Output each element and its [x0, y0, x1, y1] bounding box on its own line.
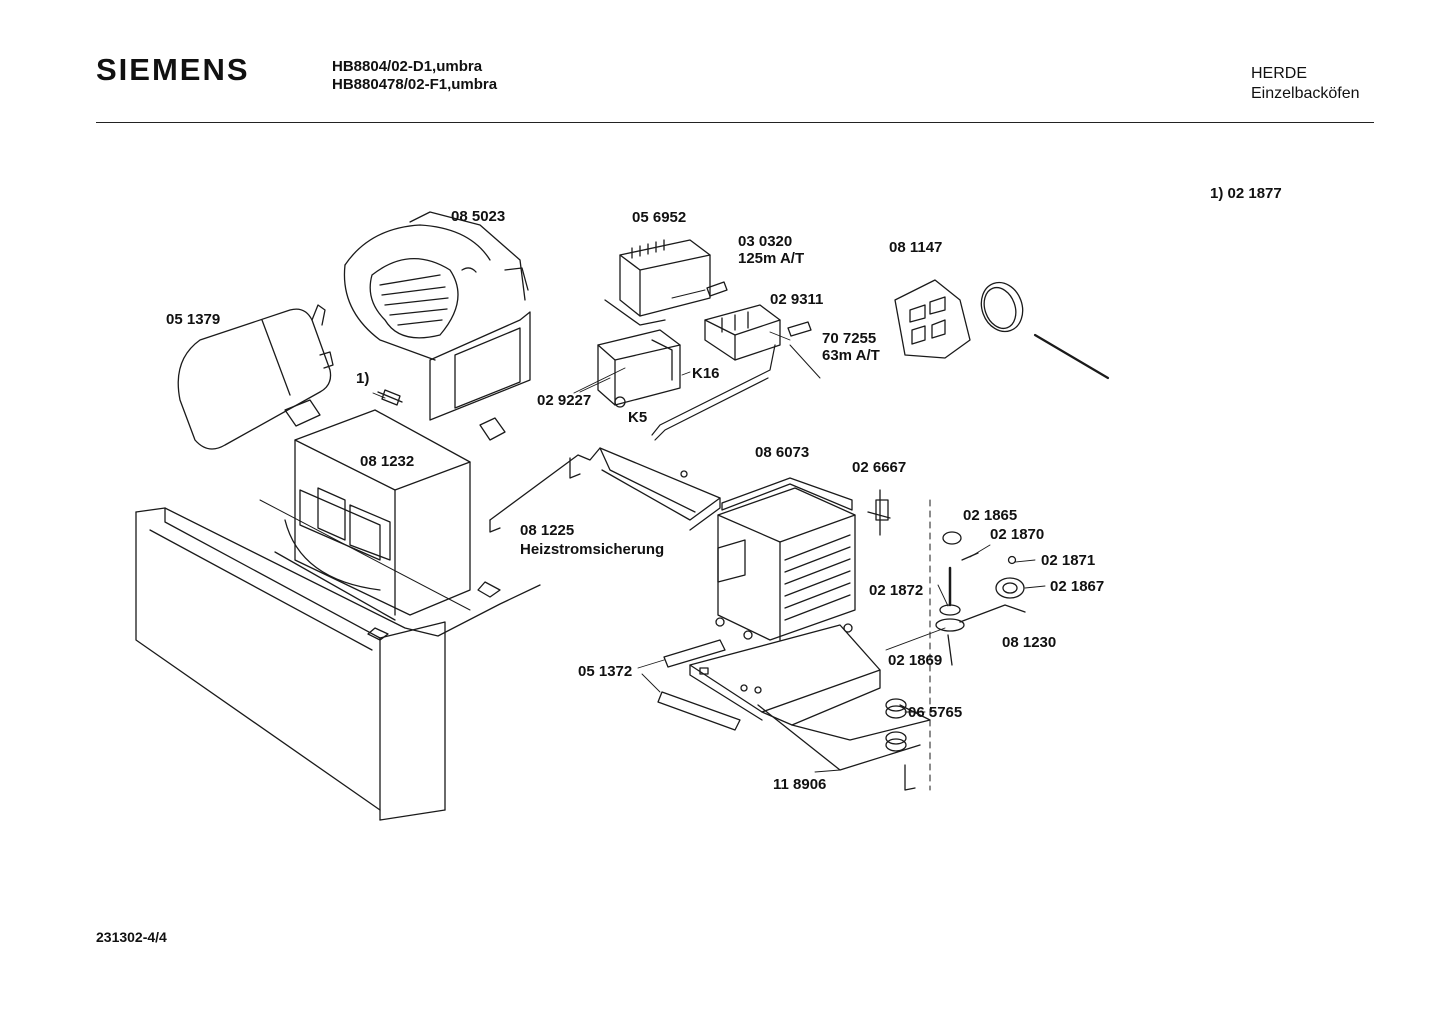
- label-021867: 02 1867: [1050, 578, 1105, 595]
- clip: [480, 418, 505, 440]
- transformer: [275, 410, 470, 620]
- label-707255-rating: 63m A/T: [822, 347, 880, 364]
- label-029227: 02 9227: [537, 392, 592, 409]
- label-085023: 08 5023: [451, 208, 506, 225]
- oven-housing: [136, 500, 540, 820]
- label-k5: K5: [628, 409, 648, 426]
- label-086073: 08 6073: [755, 444, 810, 461]
- label-081230: 08 1230: [1002, 634, 1057, 651]
- label-ref-1: 1): [356, 370, 370, 387]
- label-029311: 02 9311: [770, 291, 824, 308]
- model-line-2: HB880478/02-F1,umbra: [332, 76, 498, 93]
- fan-motor: [344, 212, 530, 420]
- label-065765: 06 5765: [908, 704, 963, 721]
- fuse-125m: [707, 282, 727, 296]
- label-081225-desc: Heizstromsicherung: [520, 541, 665, 558]
- label-051379: 05 1379: [166, 311, 221, 328]
- label-081225: 08 1225: [520, 522, 575, 539]
- diode: [868, 490, 890, 535]
- label-026667: 02 6667: [852, 459, 907, 476]
- label-030320: 03 0320: [738, 233, 793, 250]
- label-021872: 02 1872: [869, 582, 924, 599]
- brand-logo: SIEMENS: [96, 52, 250, 87]
- label-081232: 08 1232: [360, 453, 415, 470]
- fuse-63m: [788, 322, 811, 336]
- relay-k16: [598, 330, 680, 407]
- thermostat: [895, 277, 1108, 378]
- label-030320-rating: 125m A/T: [738, 250, 805, 267]
- label-056952: 05 6952: [632, 209, 687, 226]
- label-k16: K16: [692, 365, 720, 382]
- connection-wire: [652, 345, 775, 435]
- drawing-number: 231302-4/4: [96, 929, 167, 945]
- label-051372: 05 1372: [578, 663, 633, 680]
- label-021870: 02 1870: [990, 526, 1045, 543]
- label-118906: 11 8906: [773, 776, 827, 793]
- label-021871: 02 1871: [1041, 552, 1096, 569]
- label-707255: 70 7255: [822, 330, 877, 347]
- fuse-mount-bracket: [490, 448, 720, 532]
- category-subtitle: Einzelbacköfen: [1251, 85, 1360, 102]
- label-081147: 08 1147: [889, 239, 943, 256]
- magnetron: [716, 478, 855, 640]
- header-divider: [96, 122, 1374, 123]
- model-line-1: HB8804/02-D1,umbra: [332, 58, 483, 75]
- relay: [605, 240, 710, 325]
- capacitor: [178, 305, 333, 449]
- fuse-holder: [705, 305, 780, 360]
- footnote-label: 1) 02 1877: [1210, 185, 1282, 202]
- category-title: HERDE: [1251, 65, 1308, 82]
- small-fuse: [378, 390, 402, 405]
- label-021865: 02 1865: [963, 507, 1018, 524]
- label-021869: 02 1869: [888, 652, 943, 669]
- leader-lines: [373, 332, 1045, 772]
- spacer-rod: [664, 640, 725, 667]
